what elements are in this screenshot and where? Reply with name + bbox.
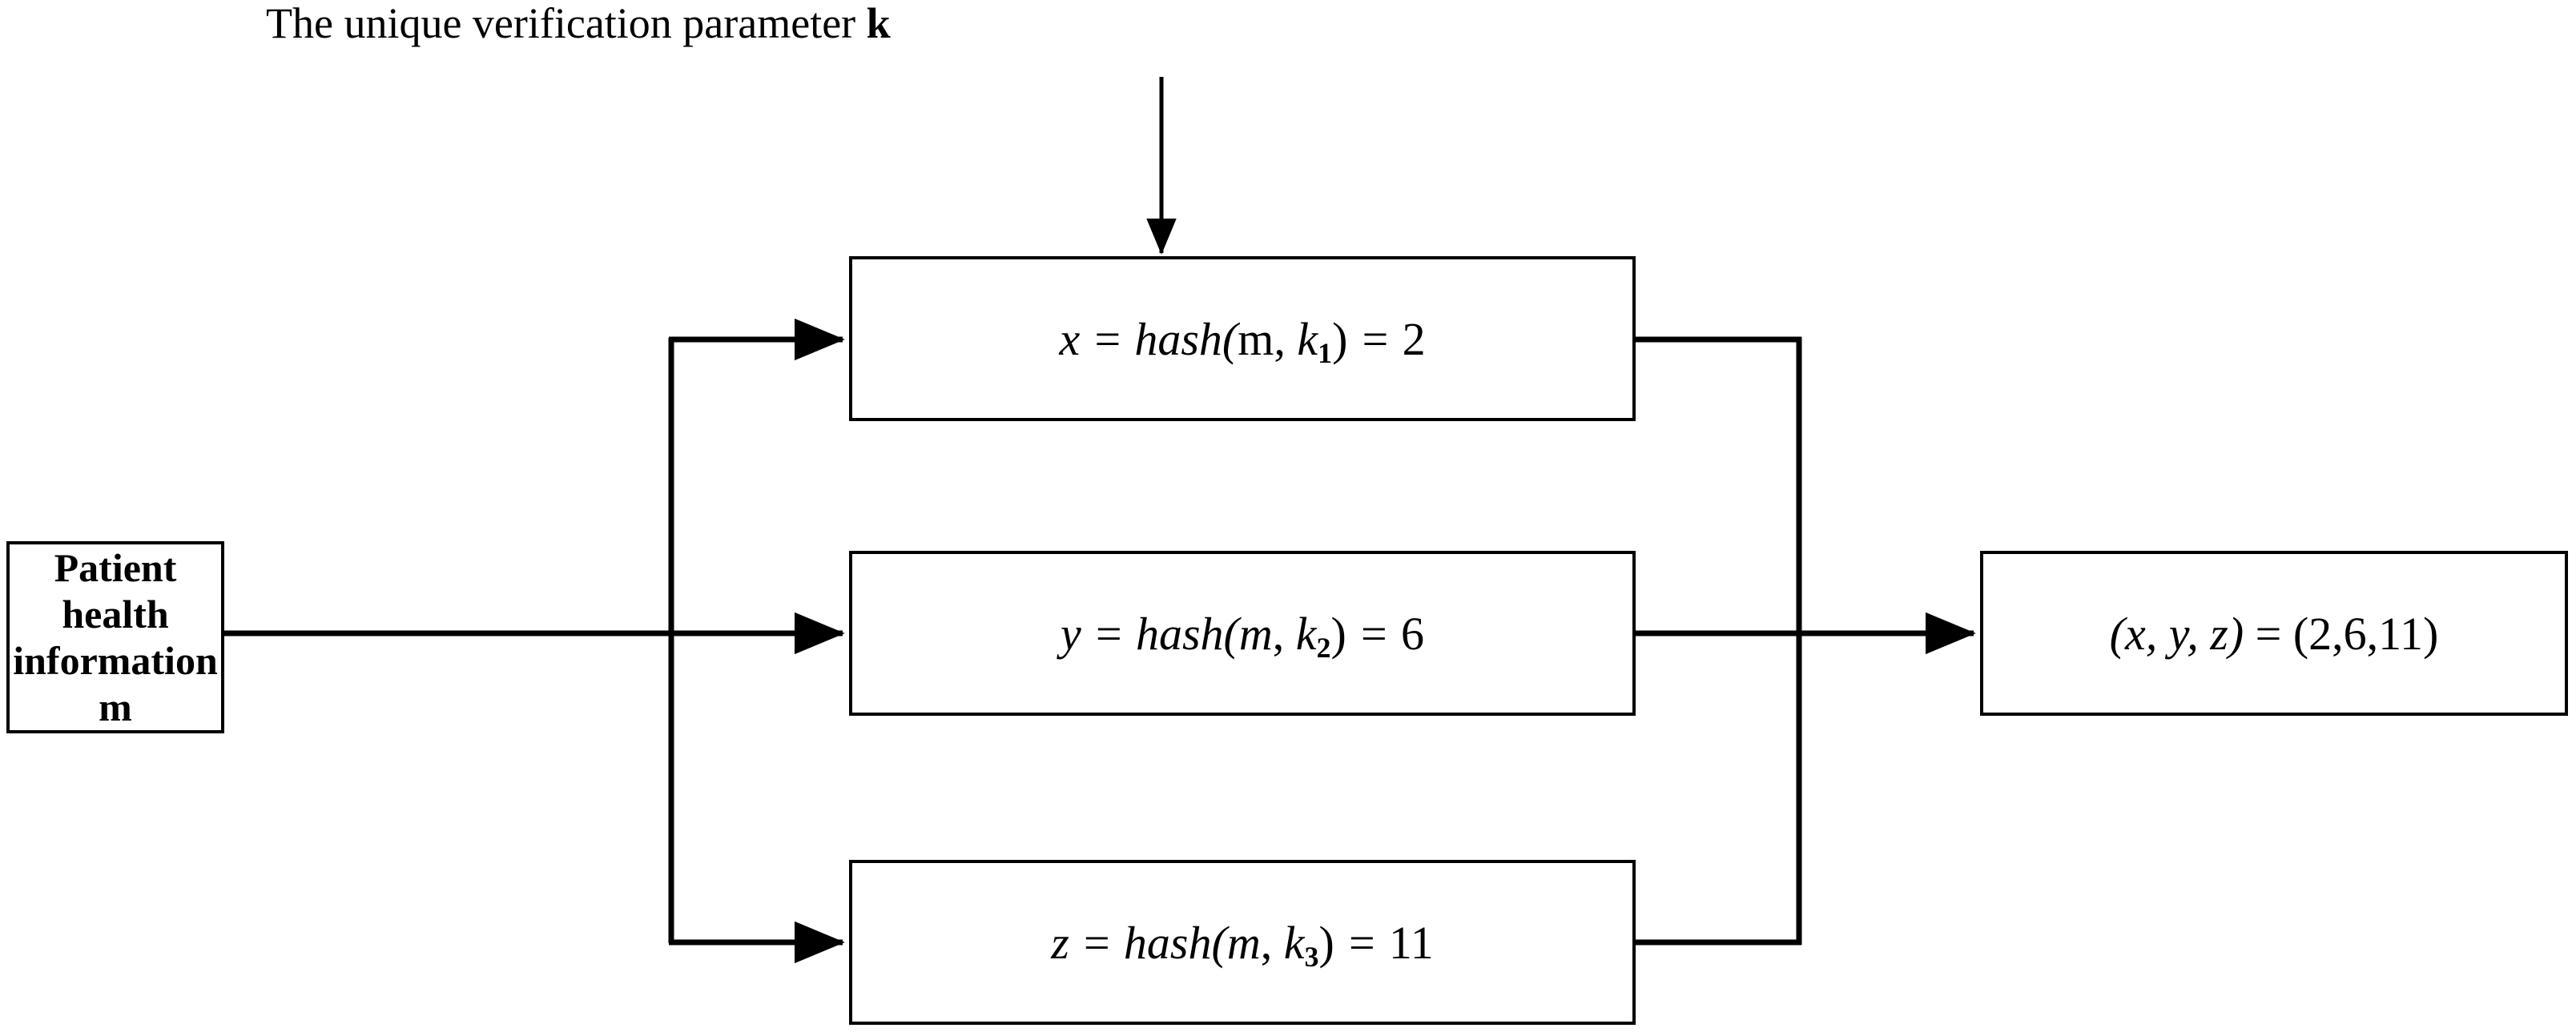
result-tuple-values: (2,6,11) [2292, 607, 2439, 660]
result-tuple-vars: (x, y, z) [2109, 607, 2244, 660]
hash-z-result: 11 [1388, 916, 1434, 969]
hash-box-x: x = hash(m, k1) = 2 [849, 256, 1636, 421]
result-equals: = [2255, 607, 2282, 660]
hash-y-function: hash [1135, 607, 1224, 660]
hash-z-function: hash [1123, 916, 1212, 969]
hash-x-arg-message: m [1238, 312, 1274, 365]
hash-z-arg-key: k [1283, 916, 1305, 969]
hash-y-result: 6 [1400, 607, 1424, 660]
hash-y-arg-key: k [1295, 607, 1317, 660]
key-parameter-caption: The unique verification parameter k [266, 0, 891, 48]
caption-text: The unique verification parameter [266, 0, 867, 47]
hash-x-key-index: 1 [1318, 336, 1333, 369]
hash-box-y: y = hash(m, k2) = 6 [849, 551, 1636, 716]
source-box-patient-health-information: Patient health information m [6, 541, 224, 733]
message-fanout [224, 318, 845, 964]
hash-y-output-var: y [1061, 607, 1081, 660]
hash-z-key-index: 3 [1304, 940, 1319, 973]
caption-parameter-k: k [866, 0, 891, 47]
hash-equation-y: y = hash(m, k2) = 6 [1061, 607, 1424, 664]
result-equation: (x, y, z) = (2,6,11) [2110, 607, 2439, 661]
hash-box-z: z = hash(m, k3) = 11 [849, 860, 1636, 1025]
source-box-line-2: information m [13, 638, 218, 729]
hash-y-key-index: 2 [1316, 631, 1331, 664]
source-box-line-1: Patient health [54, 545, 177, 636]
hash-z-arg-message: m [1226, 916, 1261, 969]
result-box-tuple: (x, y, z) = (2,6,11) [1980, 551, 2568, 716]
hash-equation-z: z = hash(m, k3) = 11 [1051, 916, 1434, 973]
results-fanin [1636, 336, 1976, 946]
hash-x-output-var: x [1059, 312, 1081, 365]
hash-x-result: 2 [1402, 312, 1426, 365]
hash-z-output-var: z [1051, 916, 1069, 969]
hash-x-arg-key: k [1297, 312, 1318, 365]
hash-y-arg-message: m [1238, 607, 1273, 660]
hash-x-function: hash [1134, 312, 1222, 365]
hash-equation-x: x = hash(m, k1) = 2 [1059, 312, 1426, 369]
